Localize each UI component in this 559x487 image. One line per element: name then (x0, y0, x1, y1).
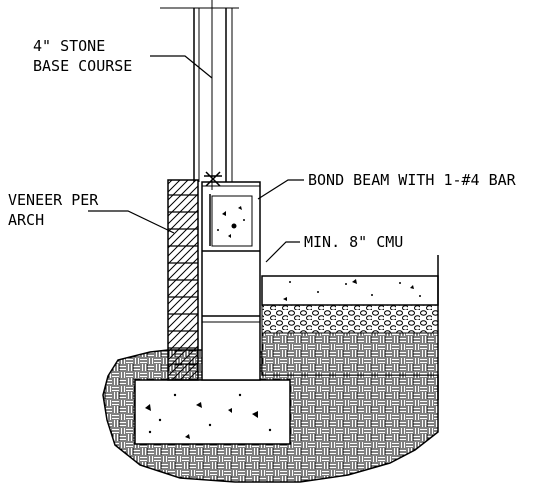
cmu-label: MIN. 8" CMU (304, 233, 403, 251)
slab-on-grade (261, 275, 439, 306)
veneer-label-line1: VENEER PER (8, 191, 99, 209)
veneer-label-line2: ARCH (8, 211, 44, 229)
upper-wall-framing (160, 0, 239, 190)
slab-aggregate-dots (283, 279, 421, 301)
leader-lines (88, 55, 304, 263)
gravel-layer (261, 304, 439, 334)
concrete-footing (134, 379, 291, 445)
brick-veneer (167, 179, 199, 381)
stone-base-label-line2: BASE COURSE (33, 57, 132, 75)
bond-beam (209, 194, 253, 247)
stone-base-label-line1: 4" STONE (33, 37, 105, 55)
footing-aggregate (145, 393, 272, 439)
subgrade-layer (261, 332, 439, 376)
bond-beam-label: BOND BEAM WITH 1-#4 BAR (308, 171, 517, 189)
